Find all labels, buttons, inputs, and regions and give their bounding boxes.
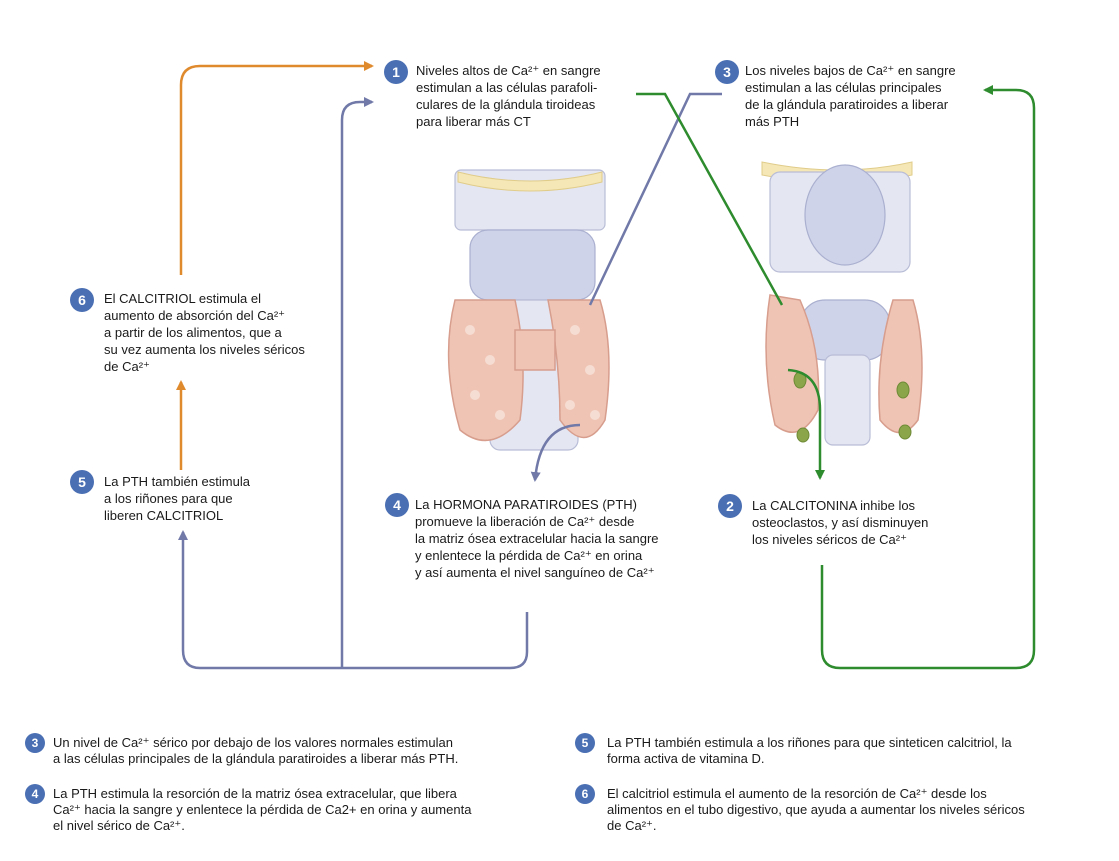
step-2: 2 La CALCITONINA inhibe los osteoclastos… xyxy=(718,494,968,554)
arrow-4-down-loop xyxy=(178,530,529,670)
green-flow-arrows xyxy=(636,85,1036,670)
step-4: 4 La HORMONA PARATIROIDES (PTH) promueve… xyxy=(385,493,685,588)
note-number-badge: 6 xyxy=(575,784,595,804)
note-5: 5 La PTH también estimula a los riñones … xyxy=(575,733,1095,769)
note-3: 3 Un nivel de Ca²⁺ sérico por debajo de … xyxy=(25,733,545,769)
note-number-badge: 5 xyxy=(575,733,595,753)
arrow-thyroid-to-2 xyxy=(787,368,825,480)
arrow-loop-to-1 xyxy=(340,97,374,668)
note-text: El calcitriol estimula el aumento de la … xyxy=(607,786,1025,833)
arrow-gland-to-4 xyxy=(530,423,581,482)
step-5: 5 La PTH también estimula a los riñones … xyxy=(70,470,270,525)
step-3: 3 Los niveles bajos de Ca²⁺ en sangre es… xyxy=(715,60,985,140)
step-number-badge: 6 xyxy=(70,288,94,312)
arrow-6-to-1 xyxy=(179,61,374,275)
step-text: La HORMONA PARATIROIDES (PTH) promueve l… xyxy=(415,497,659,580)
step-1: 1 Niveles altos de Ca²⁺ en sangre estimu… xyxy=(384,60,654,140)
arrow-2-to-3 xyxy=(820,85,1036,670)
step-number-badge: 1 xyxy=(384,60,408,84)
note-text: La PTH también estimula a los riñones pa… xyxy=(607,735,1012,766)
step-number-badge: 3 xyxy=(715,60,739,84)
note-text: Un nivel de Ca²⁺ sérico por debajo de lo… xyxy=(53,735,459,766)
note-text: La PTH estimula la resorción de la matri… xyxy=(53,786,472,833)
arrow-1-to-thyroid xyxy=(636,92,784,306)
step-text: Niveles altos de Ca²⁺ en sangre estimula… xyxy=(416,63,601,129)
note-4: 4 La PTH estimula la resorción de la mat… xyxy=(25,784,565,836)
step-6: 6 El CALCITRIOL estimula el aumento de a… xyxy=(70,288,330,383)
step-number-badge: 5 xyxy=(70,470,94,494)
note-6: 6 El calcitriol estimula el aumento de l… xyxy=(575,784,1105,836)
step-text: La PTH también estimula a los riñones pa… xyxy=(104,474,250,523)
step-number-badge: 2 xyxy=(718,494,742,518)
blue-flow-arrows xyxy=(178,92,722,670)
note-number-badge: 4 xyxy=(25,784,45,804)
thyroid-posterior-illustration xyxy=(761,161,923,446)
step-text: El CALCITRIOL estimula el aumento de abs… xyxy=(104,291,305,374)
thyroid-front-illustration xyxy=(447,169,610,451)
step-text: Los niveles bajos de Ca²⁺ en sangre esti… xyxy=(745,63,956,129)
note-number-badge: 3 xyxy=(25,733,45,753)
step-text: La CALCITONINA inhibe los osteoclastos, … xyxy=(752,498,929,547)
step-number-badge: 4 xyxy=(385,493,409,517)
arrow-3-to-parathyroid xyxy=(588,92,722,306)
orange-flow-arrows xyxy=(176,61,374,470)
